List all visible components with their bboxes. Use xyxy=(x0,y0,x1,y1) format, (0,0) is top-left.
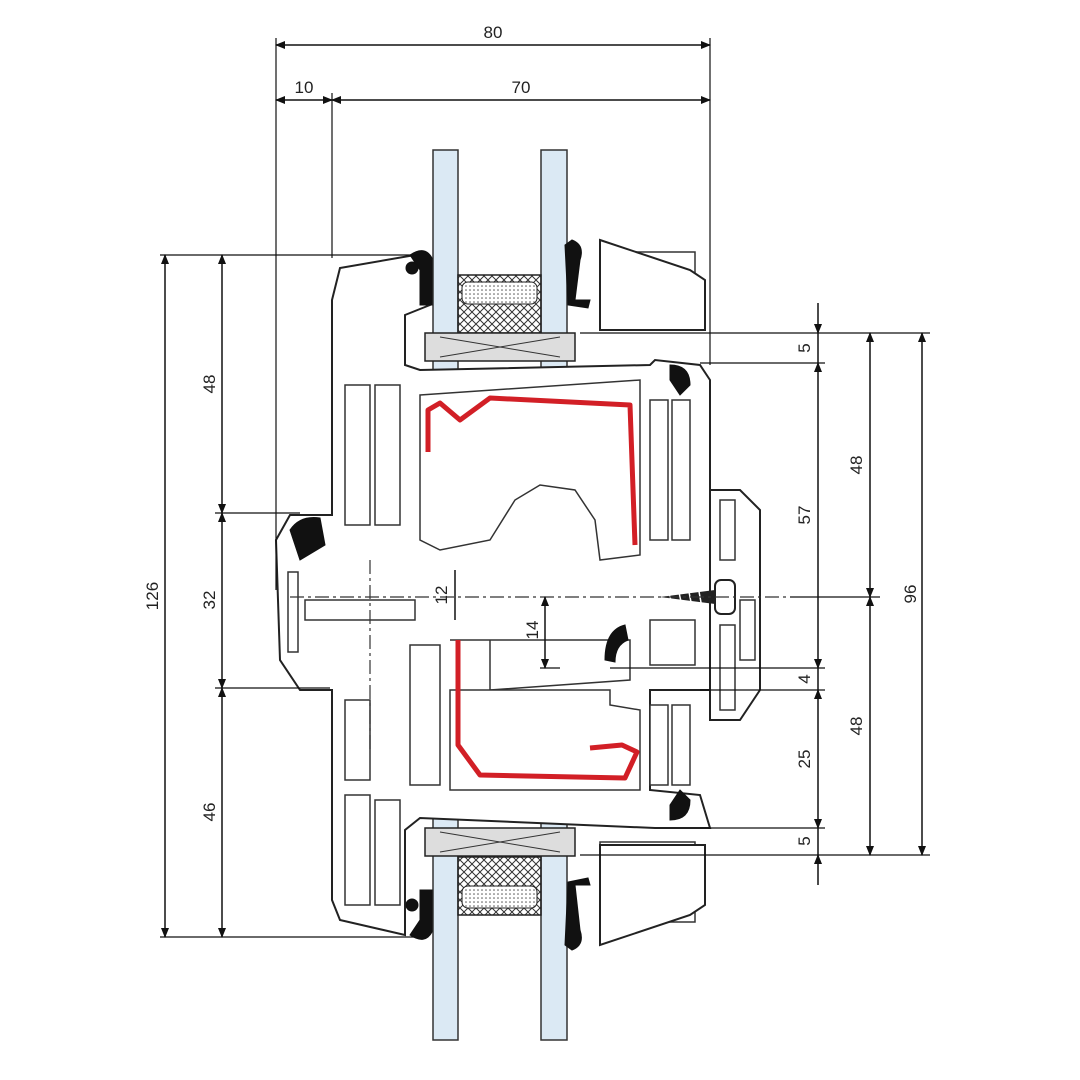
dim-right-half-upper: 48 xyxy=(847,456,866,475)
dim-right-half-lower: 48 xyxy=(847,717,866,736)
reinforcement-lower xyxy=(455,640,640,781)
dim-center-offset: 14 xyxy=(523,621,542,640)
dimension-lines xyxy=(161,41,926,938)
dim-top-total: 80 xyxy=(484,23,503,42)
gaskets xyxy=(289,239,691,951)
dimension-labels: 80 10 70 126 48 32 46 12 14 5 57 4 25 5 … xyxy=(143,23,920,846)
dim-left-lower: 46 xyxy=(200,803,219,822)
glass-spacers xyxy=(424,274,576,916)
dim-right-chain-lower: 25 xyxy=(795,750,814,769)
dim-top-right: 70 xyxy=(512,78,531,97)
dim-right-chain-upper: 57 xyxy=(795,506,814,525)
dim-top-left: 10 xyxy=(295,78,314,97)
dim-left-upper: 48 xyxy=(200,375,219,394)
dim-right-chain-bottom: 5 xyxy=(795,836,814,845)
steel-reinforcement xyxy=(425,395,640,781)
dim-right-chain-mid: 4 xyxy=(795,674,814,683)
dim-right-chain-top: 5 xyxy=(795,343,814,352)
reinforcement-upper xyxy=(425,395,638,546)
dim-left-middle: 32 xyxy=(200,591,219,610)
dim-right-total: 96 xyxy=(901,585,920,604)
dim-left-total: 126 xyxy=(143,582,162,610)
dim-center-gap: 12 xyxy=(432,586,451,605)
sash-profile xyxy=(274,238,761,947)
